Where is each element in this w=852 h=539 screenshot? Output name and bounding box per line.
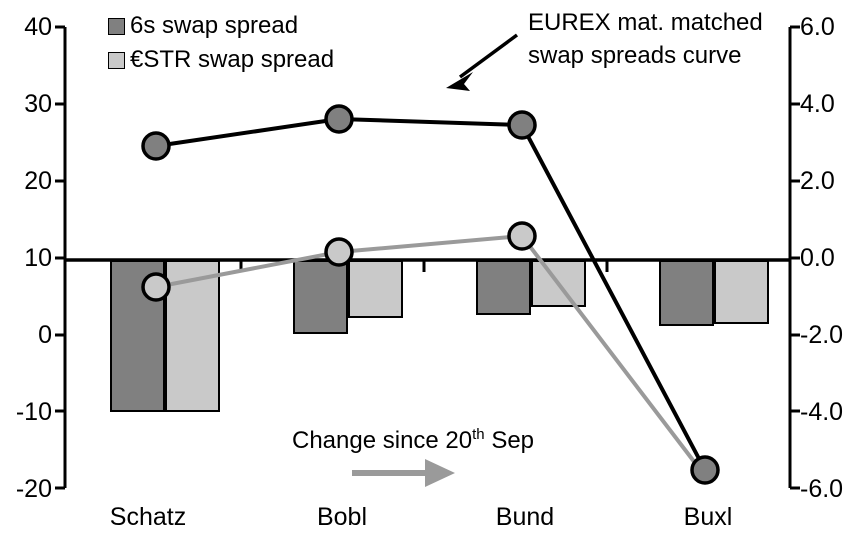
bar-estr-bund[interactable] — [531, 260, 586, 307]
right-axis-tick-6: 6.0 — [800, 13, 835, 41]
right-axis-tick-2: 2.0 — [800, 167, 835, 195]
left-axis-tick-40: 40 — [24, 13, 52, 41]
series-line-eurex-swap-spreads — [155, 117, 707, 471]
bar-6s-bobl[interactable] — [293, 260, 348, 334]
marker-change-schatz[interactable] — [141, 272, 171, 302]
right-axis-tick-neg4: -4.0 — [800, 398, 844, 426]
category-label-schatz: Schatz — [109, 503, 187, 531]
legend-item-6s-swap-spread[interactable]: 6s swap spread — [108, 14, 298, 38]
bar-6s-bund[interactable] — [476, 260, 531, 315]
legend-swatch-estr-swap-spread — [108, 51, 125, 69]
left-axis-tick-0: 0 — [38, 321, 52, 349]
annotation-change-since: Change since 20th Sep — [292, 427, 534, 455]
right-axis-tick-4: 4.0 — [800, 90, 835, 118]
annotation-change-ordinal: th — [472, 426, 485, 443]
left-axis-tick-30: 30 — [24, 90, 52, 118]
right-axis-tick-neg2: -2.0 — [800, 321, 844, 349]
legend-label-6s-swap-spread: 6s swap spread — [130, 12, 299, 39]
right-axis-tick-neg6: -6.0 — [800, 475, 844, 503]
marker-change-bund[interactable] — [507, 221, 537, 251]
annotation-eurex-curve-line2: swap spreads curve — [528, 42, 742, 69]
category-label-bobl: Bobl — [316, 503, 368, 531]
marker-eurex-schatz[interactable] — [141, 131, 171, 161]
bar-6s-buxl[interactable] — [659, 260, 714, 326]
annotation-change-suffix: Sep — [484, 427, 535, 454]
marker-eurex-bund[interactable] — [507, 110, 537, 140]
bar-estr-bobl[interactable] — [348, 260, 403, 318]
marker-eurex-bobl[interactable] — [324, 104, 354, 134]
left-axis-tick-neg10: -10 — [15, 398, 52, 426]
left-axis-ticks — [55, 25, 65, 490]
left-axis-tick-20: 20 — [24, 167, 52, 195]
right-axis-ticks — [790, 25, 800, 490]
right-axis-tick-0: 0.0 — [800, 244, 835, 272]
annotation-change-prefix: Change since 20 — [292, 427, 473, 454]
left-axis-tick-neg20: -20 — [15, 475, 52, 503]
left-axis-tick-10: 10 — [24, 244, 52, 272]
annotation-arrow-icon — [446, 33, 519, 91]
legend-item-estr-swap-spread[interactable]: €STR swap spread — [108, 48, 334, 72]
legend-label-estr-swap-spread: €STR swap spread — [130, 46, 335, 73]
marker-change-bobl[interactable] — [324, 237, 354, 267]
annotation-eurex-curve-line1: EUREX mat. matched — [528, 9, 763, 36]
category-label-buxl: Buxl — [683, 503, 733, 531]
legend-swatch-6s-swap-spread — [108, 17, 125, 35]
series-line-change-since-20-sep — [155, 234, 707, 478]
marker-eurex-buxl[interactable] — [690, 455, 720, 485]
category-label-bund: Bund — [495, 503, 555, 531]
change-direction-arrow-icon — [352, 459, 455, 487]
